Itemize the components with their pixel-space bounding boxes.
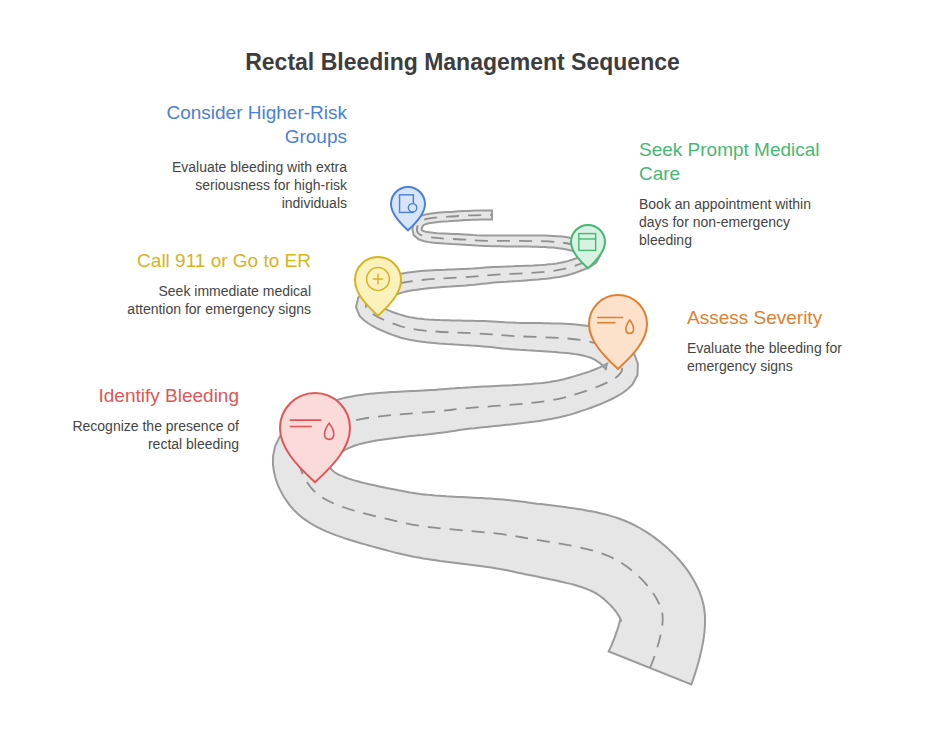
hand-icon — [597, 317, 623, 322]
step-heading: Identify Bleeding — [44, 384, 239, 408]
step-description: Evaluate the bleeding for emergency sign… — [687, 339, 867, 375]
pin-marker — [589, 295, 647, 369]
road-centerline — [299, 215, 662, 668]
magnifier-icon — [408, 204, 416, 212]
step-description: Evaluate bleeding with extra seriousness… — [142, 158, 347, 212]
step-label: Assess SeverityEvaluate the bleeding for… — [687, 306, 867, 375]
plus-icon — [373, 274, 383, 284]
map-pin — [355, 257, 401, 316]
pin-marker — [355, 257, 401, 316]
map-pin — [280, 393, 350, 482]
siren-icon — [367, 268, 390, 291]
step-heading: Seek Prompt Medical Care — [639, 138, 839, 186]
pin-marker — [571, 225, 605, 268]
step-label: Consider Higher-Risk GroupsEvaluate blee… — [142, 101, 347, 212]
step-description: Recognize the presence of rectal bleedin… — [44, 417, 239, 453]
map-pin — [391, 187, 425, 230]
step-label: Call 911 or Go to ER Seek immediate medic… — [116, 249, 311, 318]
map-pin — [589, 295, 647, 369]
step-heading: Assess Severity — [687, 306, 867, 330]
drop-icon — [626, 320, 634, 333]
step-label: Seek Prompt Medical CareBook an appointm… — [639, 138, 839, 249]
drop-icon — [325, 423, 334, 439]
hand-icon — [290, 420, 322, 426]
step-heading: Call 911 or Go to ER — [116, 249, 311, 273]
road-surface — [273, 211, 705, 685]
step-heading: Consider Higher-Risk Groups — [142, 101, 347, 149]
calendar-line — [579, 238, 596, 239]
pin-marker — [391, 187, 425, 230]
step-label: Identify BleedingRecognize the presence … — [44, 384, 239, 453]
pin-marker — [280, 393, 350, 482]
map-pin — [571, 225, 605, 268]
calendar-icon — [579, 234, 596, 251]
step-description: Book an appointment within days for non-… — [639, 195, 839, 249]
step-description: Seek immediate medical attention for eme… — [116, 282, 311, 318]
diagram-title: Rectal Bleeding Management Sequence — [0, 49, 925, 76]
